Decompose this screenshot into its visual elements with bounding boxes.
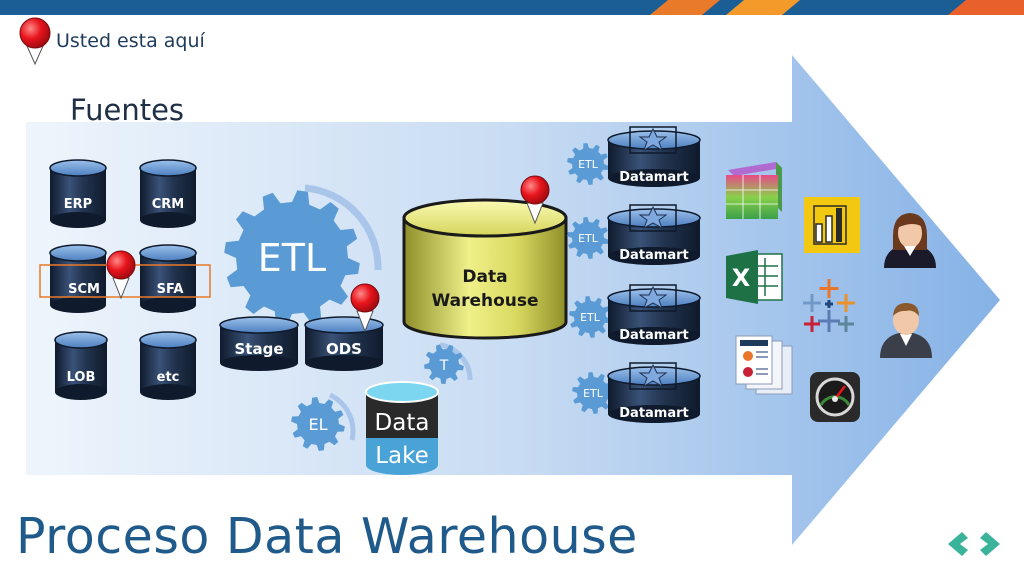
- datamart-etl-label: ETL: [578, 158, 599, 171]
- etl-gear-icon: [569, 296, 611, 338]
- source-cylinders: ERP CRM SCM SFA LOB: [39, 159, 211, 400]
- legend-you-are-here: Usted esta aquí: [56, 30, 205, 52]
- etl-gear-icon: [572, 372, 614, 414]
- datamart-etl-label: ETL: [578, 232, 599, 245]
- excel-letter: X: [732, 264, 751, 292]
- datamart-label: Datamart: [619, 248, 689, 263]
- t-gear-label: T: [439, 358, 449, 374]
- warehouse-line2: Warehouse: [431, 291, 538, 311]
- gear-shape: [224, 190, 360, 326]
- ods-cylinder: ODS: [304, 316, 384, 371]
- source-label: ERP: [64, 197, 92, 212]
- gear-shape: [291, 397, 345, 451]
- etl-gear-label: ETL: [258, 236, 326, 280]
- el-gear-label: EL: [308, 415, 327, 434]
- datamart-label: Datamart: [619, 328, 689, 343]
- page-title: Proceso Data Warehouse: [16, 508, 638, 565]
- gear-shape: [572, 372, 614, 414]
- datamart-1: ETL Datamart: [567, 126, 701, 187]
- gear-shape: [567, 143, 609, 185]
- source-label: SCM: [68, 282, 100, 297]
- tableau-icon: [803, 279, 855, 332]
- data-warehouse-cylinder: Data Warehouse: [402, 198, 568, 340]
- gear-shape: [569, 296, 611, 338]
- etl-swirl: [304, 184, 382, 271]
- location-marker-icon: [106, 250, 136, 300]
- reports-icon: [735, 335, 793, 395]
- datamart-4: ETL Datamart: [572, 362, 701, 423]
- ods-label: ODS: [326, 340, 362, 358]
- etl-gear-icon: [567, 217, 609, 259]
- warehouse-line1: Data: [462, 267, 507, 287]
- el-gear-icon: [291, 397, 345, 451]
- source-cylinder-sfa: SFA: [139, 244, 197, 313]
- datamart-3: ETL Datamart: [569, 284, 701, 345]
- dashboard-gauge-icon: [810, 372, 860, 422]
- sources-title: Fuentes: [70, 93, 185, 127]
- etl-gear-icon: [224, 190, 360, 326]
- location-marker-icon: [350, 283, 380, 333]
- power-bi-icon: [804, 197, 860, 253]
- data-lake-group: EL T Data Lake: [291, 342, 473, 475]
- datamarts: ETL Datamart ETL Datamart ETL D: [567, 126, 701, 423]
- etl-stage-group: ETL Stage ODS: [219, 184, 384, 371]
- source-cylinder-etc: etc: [139, 331, 197, 400]
- datamart-label: Datamart: [619, 170, 689, 185]
- source-label: CRM: [152, 197, 185, 212]
- user-male-icon: [880, 303, 932, 358]
- source-cylinder-crm: CRM: [139, 159, 197, 228]
- source-label: LOB: [67, 370, 96, 385]
- data-lake-line2: Lake: [375, 443, 429, 469]
- location-marker-icon: [19, 17, 51, 66]
- gear-shape: [567, 217, 609, 259]
- etl-gear-icon: [567, 143, 609, 185]
- olap-cube-icon: [726, 162, 782, 219]
- bi-tools: X: [726, 162, 860, 422]
- source-label: etc: [157, 370, 180, 385]
- data-lake-icon: Data Lake: [365, 381, 439, 475]
- stage-label: Stage: [234, 340, 283, 358]
- top-banner: [0, 0, 1024, 15]
- datamart-2: ETL Datamart: [567, 204, 701, 265]
- t-gear-icon: [424, 344, 464, 384]
- user-female-icon: [884, 213, 936, 268]
- stage-cylinder: Stage: [219, 316, 299, 371]
- datamart-etl-label: ETL: [580, 311, 601, 324]
- source-cylinder-erp: ERP: [49, 159, 107, 228]
- excel-icon: X: [726, 250, 783, 304]
- gear-shape: [424, 344, 464, 384]
- logo-chevrons-icon: [948, 532, 1000, 556]
- datamart-etl-label: ETL: [583, 387, 604, 400]
- location-marker-icon: [520, 175, 550, 225]
- source-label: SFA: [157, 282, 184, 297]
- source-cylinder-scm: SCM: [49, 244, 107, 313]
- data-lake-line1: Data: [375, 410, 430, 436]
- datamart-label: Datamart: [619, 406, 689, 421]
- source-cylinder-lob: LOB: [54, 331, 108, 400]
